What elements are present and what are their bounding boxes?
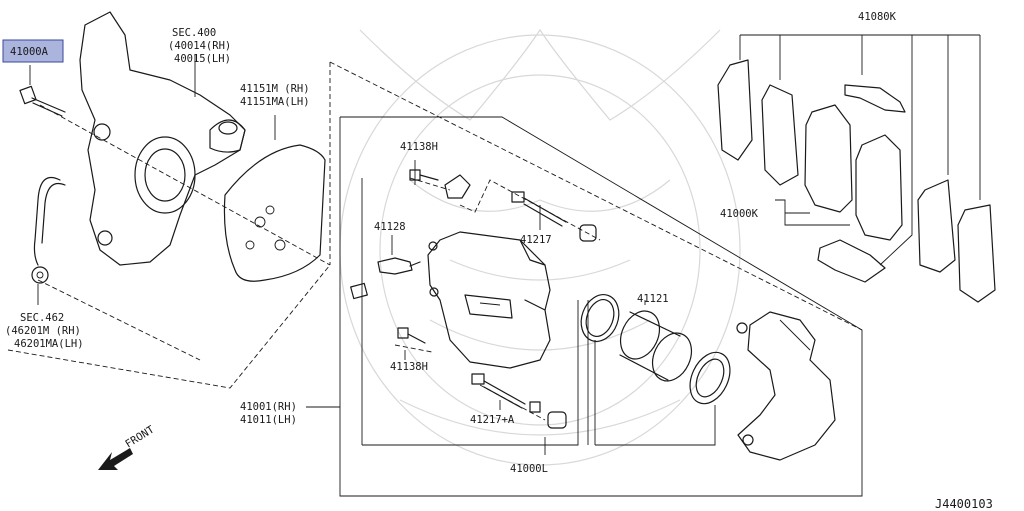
pad-kit-frame	[739, 34, 981, 266]
pad-clips[interactable]	[817, 84, 906, 283]
label-41217A[interactable]: 41217+A	[470, 414, 515, 426]
diagram-id: J4400103	[935, 497, 993, 511]
front-arrow-icon	[98, 448, 133, 470]
label-41217[interactable]: 41217	[520, 234, 552, 246]
piston-seal-bracket	[595, 405, 716, 446]
watermark-emblem	[339, 28, 741, 466]
bolt-41000A[interactable]	[19, 65, 66, 117]
dust-shield[interactable]	[223, 115, 326, 282]
piston-boot[interactable]	[682, 346, 737, 410]
label-40014[interactable]: (40014(RH)	[168, 40, 231, 52]
pin-41128[interactable]	[350, 257, 421, 300]
label-41000K[interactable]: 41000K	[720, 208, 759, 220]
caliper-body[interactable]	[427, 174, 551, 369]
pin-41217A[interactable]	[471, 373, 567, 429]
bolt-41138H-bottom[interactable]	[397, 327, 426, 344]
selected-part-highlight[interactable]	[2, 39, 64, 63]
caliper-assembly-frame	[339, 116, 863, 497]
label-sec400[interactable]: SEC.400	[172, 27, 216, 39]
brake-hose[interactable]	[31, 176, 66, 306]
piston-41121[interactable]	[613, 305, 699, 388]
label-46201M[interactable]: (46201M (RH)	[5, 325, 81, 337]
shim-set[interactable]	[717, 59, 996, 303]
label-41080K[interactable]: 41080K	[858, 11, 897, 23]
label-46201MA[interactable]: 46201MA(LH)	[14, 338, 84, 350]
label-front: FRONT	[123, 423, 157, 450]
piston-seal[interactable]	[575, 289, 625, 346]
label-40015[interactable]: 40015(LH)	[174, 53, 231, 65]
caliper-bracket[interactable]	[736, 311, 836, 461]
label-41000L[interactable]: 41000L	[510, 463, 548, 475]
steering-knuckle[interactable]	[79, 11, 246, 266]
label-41000A[interactable]: 41000A	[10, 46, 49, 58]
part-labels: 41000A SEC.400 (40014(RH) 40015(LH) 4115…	[5, 11, 993, 511]
label-41011[interactable]: 41011(LH)	[240, 414, 297, 426]
bolt-41138H-top[interactable]	[409, 169, 439, 181]
label-41151M[interactable]: 41151M (RH)	[240, 83, 310, 95]
label-41138H-top[interactable]: 41138H	[400, 141, 438, 153]
label-41128[interactable]: 41128	[374, 221, 406, 233]
label-sec462[interactable]: SEC.462	[20, 312, 64, 324]
label-41138H-bottom[interactable]: 41138H	[390, 361, 428, 373]
label-41151MA[interactable]: 41151MA(LH)	[240, 96, 310, 108]
piston-seal-bracket	[362, 300, 579, 446]
label-41001[interactable]: 41001(RH)	[240, 401, 297, 413]
brake-pad-set[interactable]	[804, 104, 903, 241]
assembly-frames	[7, 61, 863, 497]
label-41121[interactable]: 41121	[637, 293, 669, 305]
pin-41217[interactable]	[511, 191, 597, 242]
